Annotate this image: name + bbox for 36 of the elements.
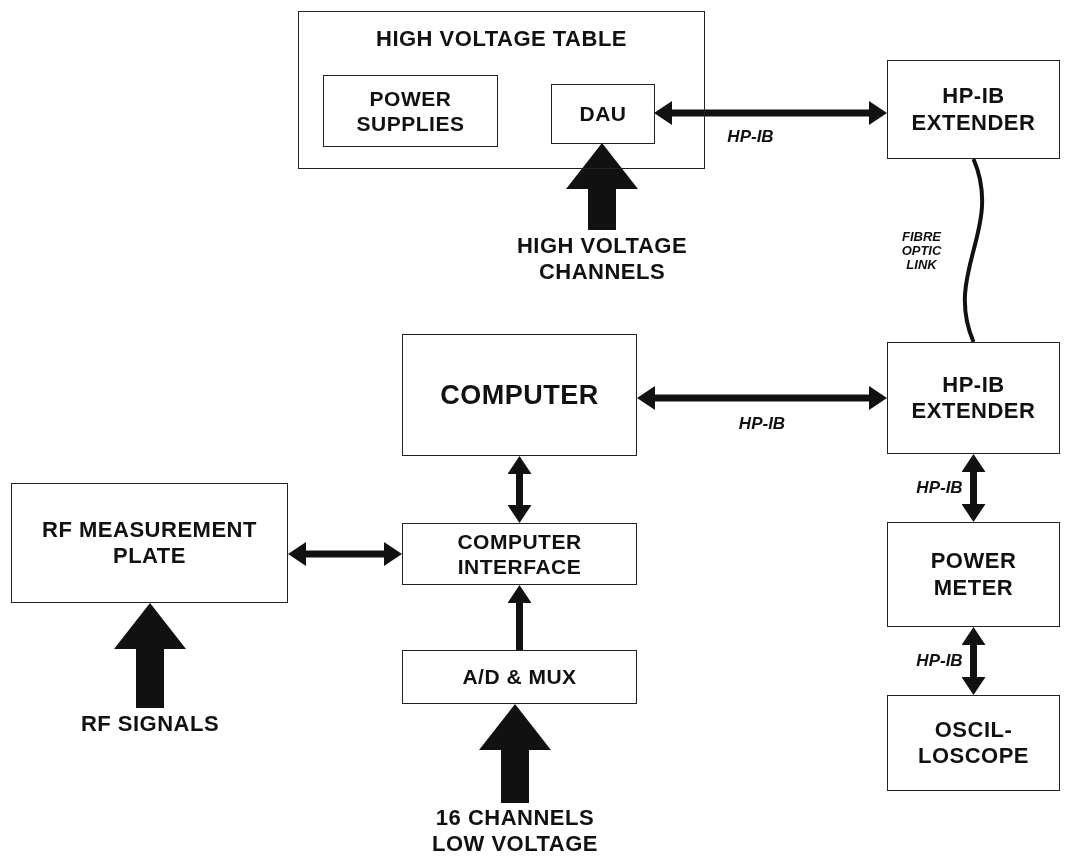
signal-label: HIGH VOLTAGE CHANNELS — [492, 230, 712, 288]
input-arrow — [114, 603, 186, 708]
input-arrow — [566, 143, 638, 230]
block-label: A/D & MUX — [462, 664, 577, 690]
block-label: HP-IB EXTENDER — [910, 371, 1037, 425]
block-label: COMPUTER — [440, 378, 599, 412]
block-box — [11, 483, 288, 603]
block-box — [402, 523, 637, 585]
bus-arrow — [961, 454, 986, 522]
bus-arrow — [654, 101, 887, 125]
block-label: DAU — [579, 101, 627, 127]
signal-label: RF SIGNALS — [58, 708, 242, 740]
block-label: HP-IB EXTENDER — [910, 83, 1037, 136]
bus-arrow — [637, 386, 887, 410]
bus-arrow — [507, 456, 532, 523]
block-label: COMPUTER INTERFACE — [456, 528, 583, 580]
block-box — [551, 84, 655, 144]
block-box — [402, 650, 637, 704]
block-box — [887, 342, 1060, 454]
bus-arrow — [507, 585, 532, 650]
block-label: POWER SUPPLIES — [355, 85, 466, 137]
signal-label: 16 CHANNELS LOW VOLTAGE — [405, 803, 625, 859]
bus-arrow — [288, 542, 402, 566]
block-box — [887, 522, 1060, 627]
block-box — [887, 60, 1060, 159]
block-label: OSCIL- LOSCOPE — [916, 716, 1031, 770]
fibre-link-line — [963, 158, 984, 343]
block-box — [887, 695, 1060, 791]
input-arrow — [479, 704, 551, 803]
bus-arrow — [961, 627, 986, 695]
block-label: POWER METER — [929, 548, 1018, 601]
group-box — [298, 11, 705, 169]
block-box — [323, 75, 498, 147]
group-heading: HIGH VOLTAGE TABLE — [376, 26, 627, 53]
block-label: RF MEASUREMENT PLATE — [41, 516, 258, 570]
block-box — [402, 334, 637, 456]
